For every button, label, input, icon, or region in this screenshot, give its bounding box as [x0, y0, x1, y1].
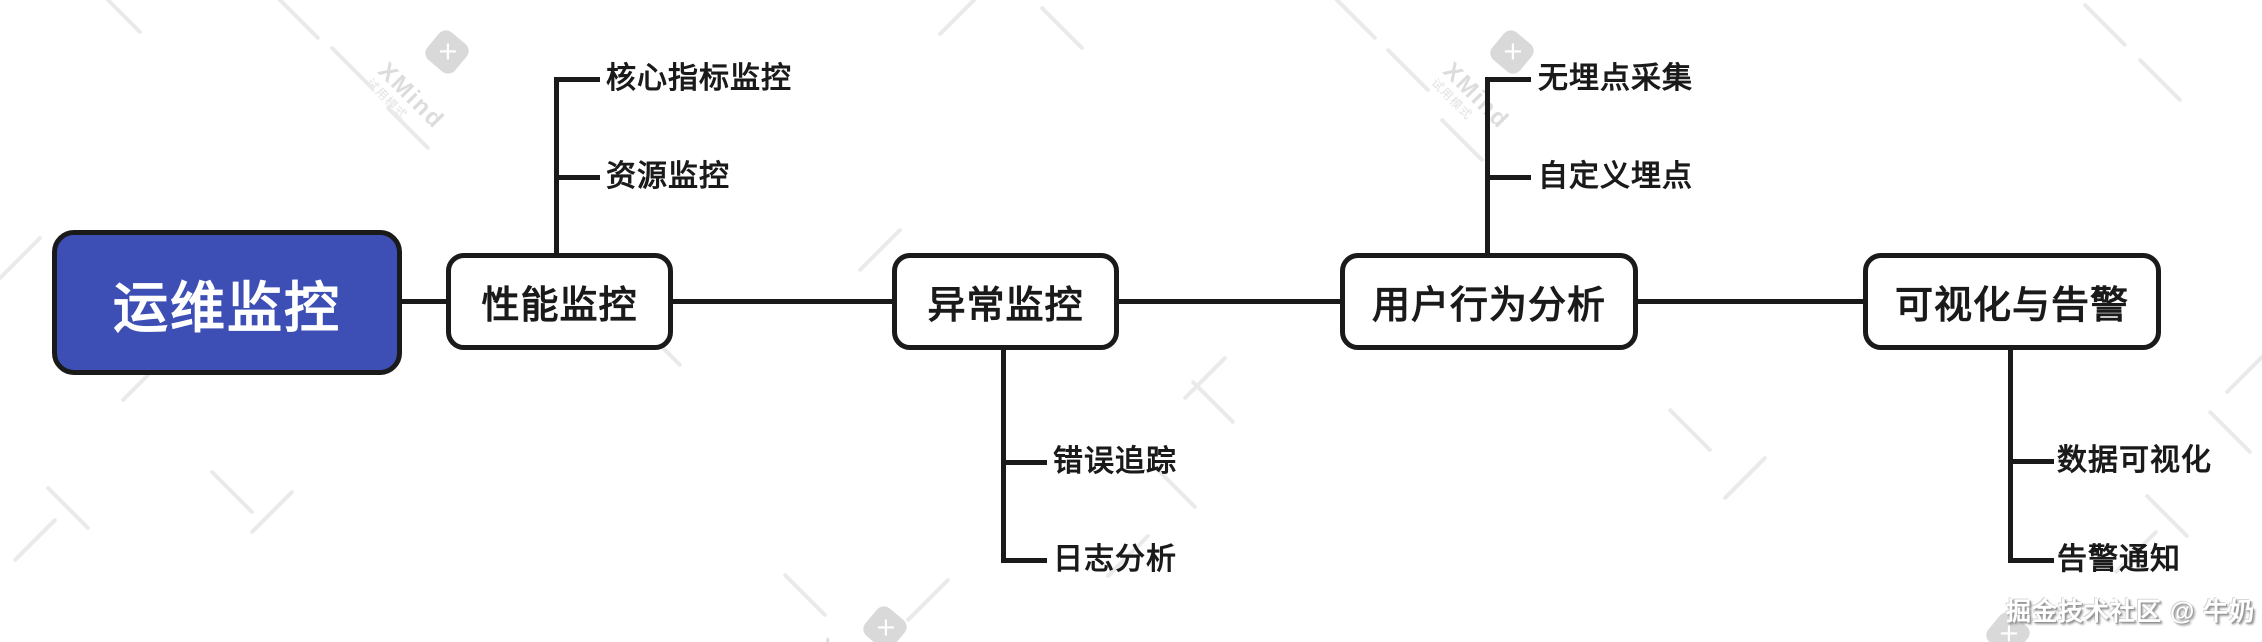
- watermark-slash: [937, 0, 983, 37]
- subtopic-custom-tracking[interactable]: 自定义埋点: [1538, 160, 1693, 193]
- watermark-slash: [97, 0, 143, 35]
- watermark-slash: [209, 469, 255, 515]
- watermark-slash: [2137, 57, 2183, 103]
- branch-tick: [554, 175, 600, 180]
- root-topic-label: 运维监控: [112, 276, 341, 339]
- branch-trunk-visualization: [2008, 348, 2013, 563]
- xmind-logo-icon: ✕: [1486, 26, 1538, 78]
- branch-trunk-exception: [1001, 348, 1006, 563]
- connector-exception-to-behavior: [1115, 299, 1343, 304]
- watermark-slash: [1039, 5, 1085, 51]
- watermark-slash: [1439, 117, 1485, 163]
- branch-tick: [1001, 558, 1047, 563]
- watermark-slash: [249, 489, 295, 535]
- subtopic-alert-notification[interactable]: 告警通知: [2057, 543, 2181, 576]
- subtopic-log-analysis[interactable]: 日志分析: [1053, 543, 1177, 576]
- watermark-slash: [275, 0, 321, 41]
- branch-trunk-behavior: [1485, 79, 1490, 255]
- watermark-slash: [782, 572, 828, 618]
- subtopic-resource-monitoring[interactable]: 资源监控: [606, 160, 730, 193]
- connector-behavior-to-visualization: [1634, 299, 1866, 304]
- watermark-slash: [12, 517, 58, 563]
- watermark-slash: [0, 235, 43, 281]
- branch-trunk-performance: [554, 79, 559, 255]
- topic-visualization-and-alerting[interactable]: 可视化与告警: [1863, 253, 2161, 350]
- watermark-slash: [329, 45, 375, 91]
- watermark-slash: [2082, 2, 2128, 48]
- branch-tick: [1001, 460, 1047, 465]
- topic-label: 性能监控: [481, 285, 638, 327]
- subtopic-codeless-tracking[interactable]: 无埋点采集: [1538, 62, 1693, 95]
- watermark-slash: [1667, 407, 1713, 453]
- watermark-slash: [1190, 379, 1236, 425]
- root-topic-ops-monitoring[interactable]: 运维监控: [52, 230, 402, 375]
- xmind-logo-icon: ✕: [421, 26, 473, 78]
- topic-label: 用户行为分析: [1371, 285, 1606, 327]
- watermark-slash: [1722, 455, 1768, 501]
- branch-tick: [2008, 459, 2054, 464]
- branch-tick: [1485, 77, 1531, 82]
- branch-tick: [1485, 175, 1531, 180]
- watermark-slash: [1385, 47, 1431, 93]
- branch-tick: [2008, 558, 2054, 563]
- topic-label: 异常监控: [927, 285, 1084, 327]
- topic-label: 可视化与告警: [1894, 285, 2129, 327]
- watermark-slash: [1182, 355, 1228, 401]
- topic-user-behavior-analysis[interactable]: 用户行为分析: [1340, 253, 1638, 350]
- connector-root-to-performance: [398, 299, 450, 304]
- credit-text: 掘金技术社区 @ 牛奶: [2006, 598, 2256, 626]
- watermark-slash: [385, 105, 431, 151]
- watermark-slash: [2207, 409, 2253, 455]
- subtopic-error-tracking[interactable]: 错误追踪: [1053, 445, 1177, 478]
- watermark-slash: [2224, 349, 2262, 395]
- branch-tick: [554, 77, 600, 82]
- watermark-slash: [45, 485, 91, 531]
- xmind-logo-icon: ✕: [859, 602, 911, 642]
- watermark-slash: [905, 577, 951, 623]
- topic-exception-monitoring[interactable]: 异常监控: [892, 253, 1119, 350]
- watermark-slash: [2144, 493, 2190, 539]
- subtopic-core-metrics[interactable]: 核心指标监控: [606, 62, 792, 95]
- watermark-slash: [1332, 0, 1378, 41]
- subtopic-data-visualization[interactable]: 数据可视化: [2057, 444, 2212, 477]
- topic-performance-monitoring[interactable]: 性能监控: [446, 253, 673, 350]
- connector-performance-to-exception: [669, 299, 895, 304]
